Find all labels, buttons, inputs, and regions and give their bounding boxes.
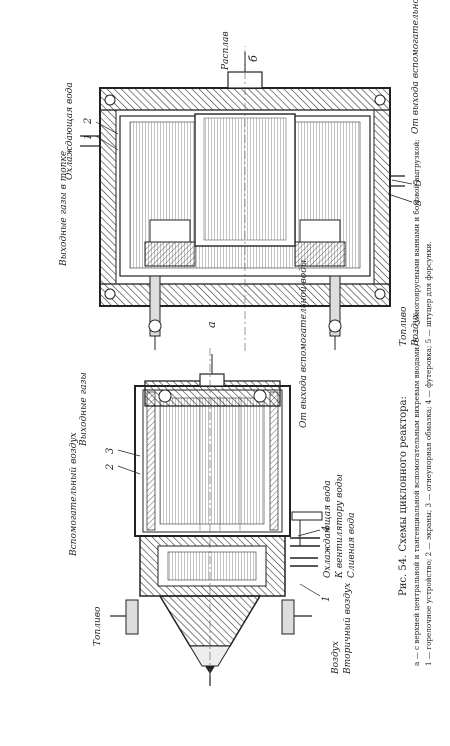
diagram-b: [80, 46, 413, 351]
injectors-b: [148, 275, 342, 350]
callout-a-1: 1: [321, 595, 332, 602]
diagram-a: [110, 346, 323, 686]
sublabel-b: б: [247, 55, 260, 62]
callout-a-2: 2: [105, 463, 116, 470]
callout-a-4: 4: [321, 525, 332, 532]
label-a-air: Воздух: [331, 641, 341, 674]
label-a-from-aux-water: От выхода вспомогательной воды: [299, 259, 309, 428]
reactor-body-a: [134, 385, 291, 537]
label-b-cooling-water: Охлаждающая вода: [65, 82, 75, 180]
label-a-top-aux-air: Вспомогательный воздух: [69, 432, 79, 556]
label-a-to-fan: К вентилятору воды: [335, 474, 345, 578]
sublabel-a: а: [205, 321, 218, 328]
cooling-pipes-b: [80, 135, 405, 187]
caption-line-2: 1 — горелочное устройство; 2 — экраны; 3…: [424, 241, 433, 666]
label-a-fuel: Топливо: [93, 606, 103, 646]
caption-line-1: а — с верхней центральной и тангенциальн…: [412, 139, 421, 666]
fuel-inlet: [110, 599, 312, 635]
label-b-fuel: Топливо: [399, 306, 409, 346]
label-a-exit-gases: Выходные газы: [79, 372, 89, 446]
caption-title: Рис. 54. Схемы циклонного реактора:: [398, 396, 409, 596]
label-b-melt: Расплав: [221, 31, 231, 70]
label-a-drain-water: Сливная вода: [347, 512, 357, 579]
callout-b-2: 2: [83, 117, 94, 124]
callout-b-1: 1: [83, 133, 94, 140]
label-a-secondary-air: Вторичный воздух: [343, 582, 353, 674]
callout-a-3: 3: [105, 447, 116, 454]
cooling-pipes-a: [290, 511, 323, 567]
label-b-from-aux-water: От выхода вспомогательной воды: [411, 0, 421, 134]
bottom-outlet-a: [144, 354, 281, 407]
